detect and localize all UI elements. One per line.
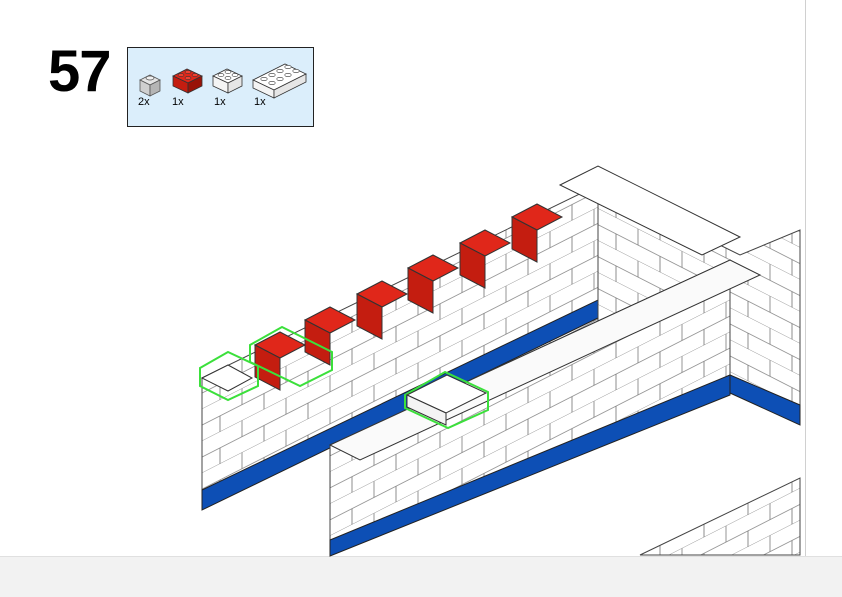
part-qty: 1x — [254, 96, 266, 108]
part-red-brick: 1x — [170, 62, 206, 108]
part-white-brick-2x4: 1x — [250, 56, 310, 108]
part-qty: 1x — [214, 96, 226, 108]
part-qty: 2x — [138, 96, 150, 108]
page-edge — [805, 0, 806, 556]
red-brick — [303, 306, 357, 366]
red-brick — [355, 280, 409, 340]
white-brick-2x2-icon — [212, 68, 243, 94]
red-brick — [406, 254, 460, 314]
new-parts-highlight — [199, 325, 489, 430]
part-white-brick-2x2: 1x — [210, 62, 246, 108]
parts-list-box: 2x 1x 1x — [127, 47, 314, 127]
red-brick-icon — [172, 68, 203, 94]
part-qty: 1x — [172, 96, 184, 108]
part-light-gray-brick: 2x — [136, 68, 166, 109]
red-brick — [510, 203, 564, 263]
red-brick — [458, 229, 512, 289]
white-brick-2x4-icon — [252, 63, 307, 99]
step-number: 57 — [48, 39, 112, 104]
light-gray-brick-icon — [139, 74, 161, 97]
red-brick-row — [253, 203, 564, 391]
lower-wall — [639, 477, 801, 556]
page-bottom-bar — [0, 556, 842, 597]
white-brick-2x4-placed — [405, 374, 488, 426]
